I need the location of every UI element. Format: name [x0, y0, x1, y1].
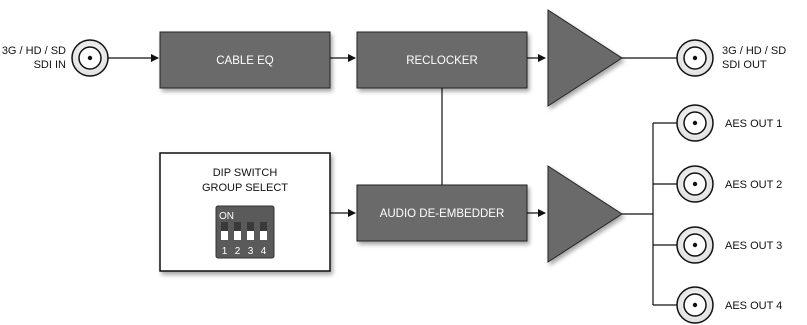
aes-amplifier-triangle-icon [547, 165, 623, 263]
aes-out-2-bnc-connector-icon [676, 165, 714, 203]
dip-toggle-4[interactable] [260, 222, 267, 240]
aes-out-3-label: AES OUT 3 [725, 240, 782, 252]
dip-switch-on-label: ON [219, 211, 234, 222]
aes-out-4-bnc-connector-icon [676, 286, 714, 324]
aes-out-1-bnc-connector-icon [676, 104, 714, 142]
dip-switch-number: 4 [261, 246, 267, 257]
dip-switch-body [215, 205, 275, 259]
dip-toggle-3[interactable] [247, 222, 254, 240]
dip-switch-box: DIP SWITCH GROUP SELECT ON 1 2 3 4 [159, 152, 331, 272]
sdi-in-bnc-connector-icon [71, 39, 109, 77]
dip-switch-number: 1 [222, 246, 228, 257]
dip-switch-title-line2: GROUP SELECT [202, 182, 288, 194]
sdi-in-label-line1: 3G / HD / SD [2, 45, 66, 57]
cable-eq-label: CABLE EQ [216, 55, 274, 67]
sdi-out-label-line1: 3G / HD / SD [722, 45, 786, 57]
dip-switch-number: 3 [248, 246, 254, 257]
dip-switch-title-line1: DIP SWITCH [213, 167, 278, 179]
dip-toggle-2[interactable] [234, 222, 241, 240]
aes-out-1-label: AES OUT 1 [725, 118, 782, 130]
sdi-out-bnc-connector-icon [676, 39, 714, 77]
dip-switch-number: 2 [235, 246, 241, 257]
reclocker-block: RECLOCKER [356, 31, 528, 89]
dip-toggle-1[interactable] [221, 222, 228, 240]
aes-out-3-bnc-connector-icon [676, 226, 714, 264]
audio-deembedder-block: AUDIO DE-EMBEDDER [356, 184, 528, 242]
sdi-in-label-line2: SDI IN [34, 59, 66, 71]
sdi-out-label-line2: SDI OUT [722, 59, 767, 71]
aes-out-2-label: AES OUT 2 [725, 179, 782, 191]
aes-out-4-label: AES OUT 4 [725, 300, 782, 312]
cable-eq-block: CABLE EQ [159, 31, 331, 89]
reclocker-label: RECLOCKER [406, 55, 478, 67]
sdi-out-amplifier-triangle-icon [547, 9, 623, 107]
audio-deembedder-label: AUDIO DE-EMBEDDER [380, 208, 505, 220]
